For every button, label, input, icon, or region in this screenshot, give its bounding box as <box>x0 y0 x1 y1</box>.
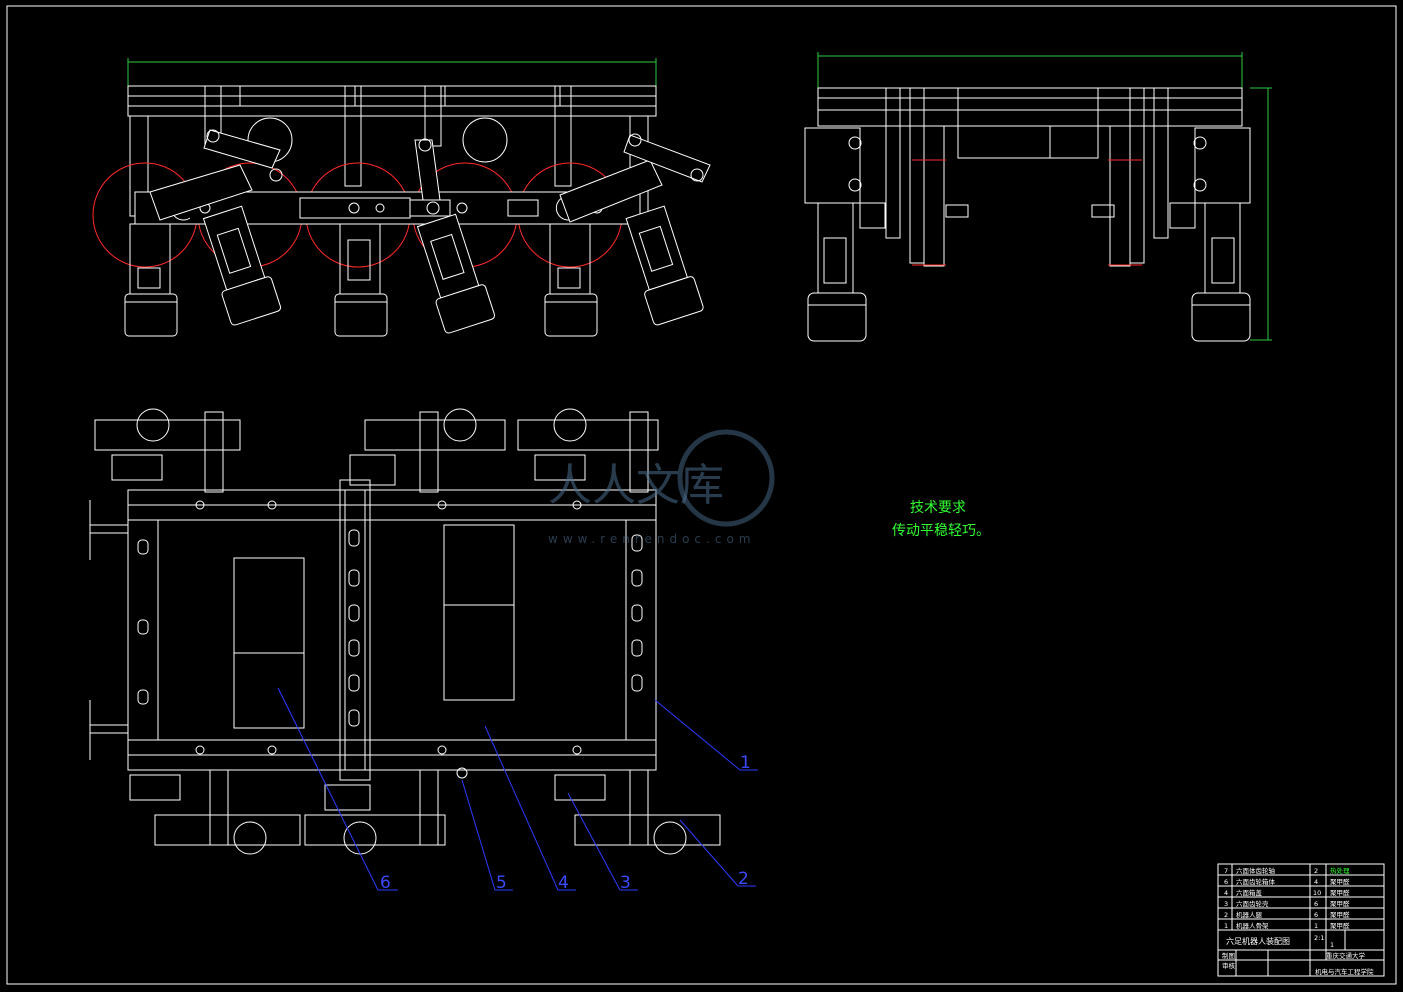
callout-5: 5 <box>496 873 507 893</box>
svg-text:10: 10 <box>1313 889 1321 897</box>
title-block <box>1217 863 1385 977</box>
sheet-border <box>6 5 1397 985</box>
svg-text:7: 7 <box>1224 867 1228 875</box>
svg-text:人人文库: 人人文库 <box>548 460 724 511</box>
svg-text:机器人骨架: 机器人骨架 <box>1236 921 1269 930</box>
callout-6: 6 <box>380 873 391 893</box>
svg-text:6: 6 <box>1314 911 1318 919</box>
svg-text:6: 6 <box>1224 878 1228 886</box>
svg-text:1: 1 <box>1224 922 1228 930</box>
front-view <box>92 58 711 337</box>
svg-text:重庆交通大学: 重庆交通大学 <box>1326 951 1366 960</box>
svg-text:机器人腿: 机器人腿 <box>1236 910 1263 919</box>
svg-text:六面体齿轮轴: 六面体齿轮轴 <box>1236 866 1276 875</box>
svg-text:聚甲醛: 聚甲醛 <box>1330 888 1350 897</box>
drawing-title: 六足机器人装配图 <box>1226 936 1290 946</box>
svg-text:热处理: 热处理 <box>1330 866 1350 875</box>
svg-text:1: 1 <box>1314 922 1318 930</box>
callout-4: 4 <box>558 873 569 893</box>
top-view <box>89 408 721 855</box>
callout-2: 2 <box>738 869 749 889</box>
callout-3: 3 <box>620 873 631 893</box>
svg-text:1: 1 <box>1330 941 1334 949</box>
svg-text:4: 4 <box>1314 878 1318 886</box>
svg-text:制图: 制图 <box>1222 951 1235 960</box>
svg-text:机电与汽车工程学院: 机电与汽车工程学院 <box>1315 967 1374 976</box>
svg-text:六面齿轮壳: 六面齿轮壳 <box>1236 899 1269 908</box>
svg-text:审核: 审核 <box>1222 961 1236 970</box>
side-view <box>804 52 1272 342</box>
svg-text:2: 2 <box>1224 911 1228 919</box>
svg-text:六面齿轮箱体: 六面齿轮箱体 <box>1236 877 1276 886</box>
svg-text:2: 2 <box>1314 867 1318 875</box>
tech-req-heading: 技术要求 <box>910 500 966 516</box>
svg-text:4: 4 <box>1224 889 1228 897</box>
svg-text:六面箱盖: 六面箱盖 <box>1236 888 1263 897</box>
watermark: 人人文库 www.renrendoc.com <box>548 429 775 546</box>
svg-text:聚甲醛: 聚甲醛 <box>1330 910 1350 919</box>
tech-req-text: 传动平稳轻巧。 <box>892 523 990 539</box>
svg-text:www.renrendoc.com: www.renrendoc.com <box>548 532 755 546</box>
svg-text:2:1: 2:1 <box>1314 934 1324 942</box>
svg-text:聚甲醛: 聚甲醛 <box>1330 877 1350 886</box>
leader-lines <box>277 687 758 891</box>
svg-text:3: 3 <box>1224 900 1228 908</box>
svg-text:聚甲醛: 聚甲醛 <box>1330 899 1350 908</box>
callout-1: 1 <box>740 753 751 773</box>
svg-text:6: 6 <box>1314 900 1318 908</box>
svg-text:聚甲醛: 聚甲醛 <box>1330 921 1350 930</box>
